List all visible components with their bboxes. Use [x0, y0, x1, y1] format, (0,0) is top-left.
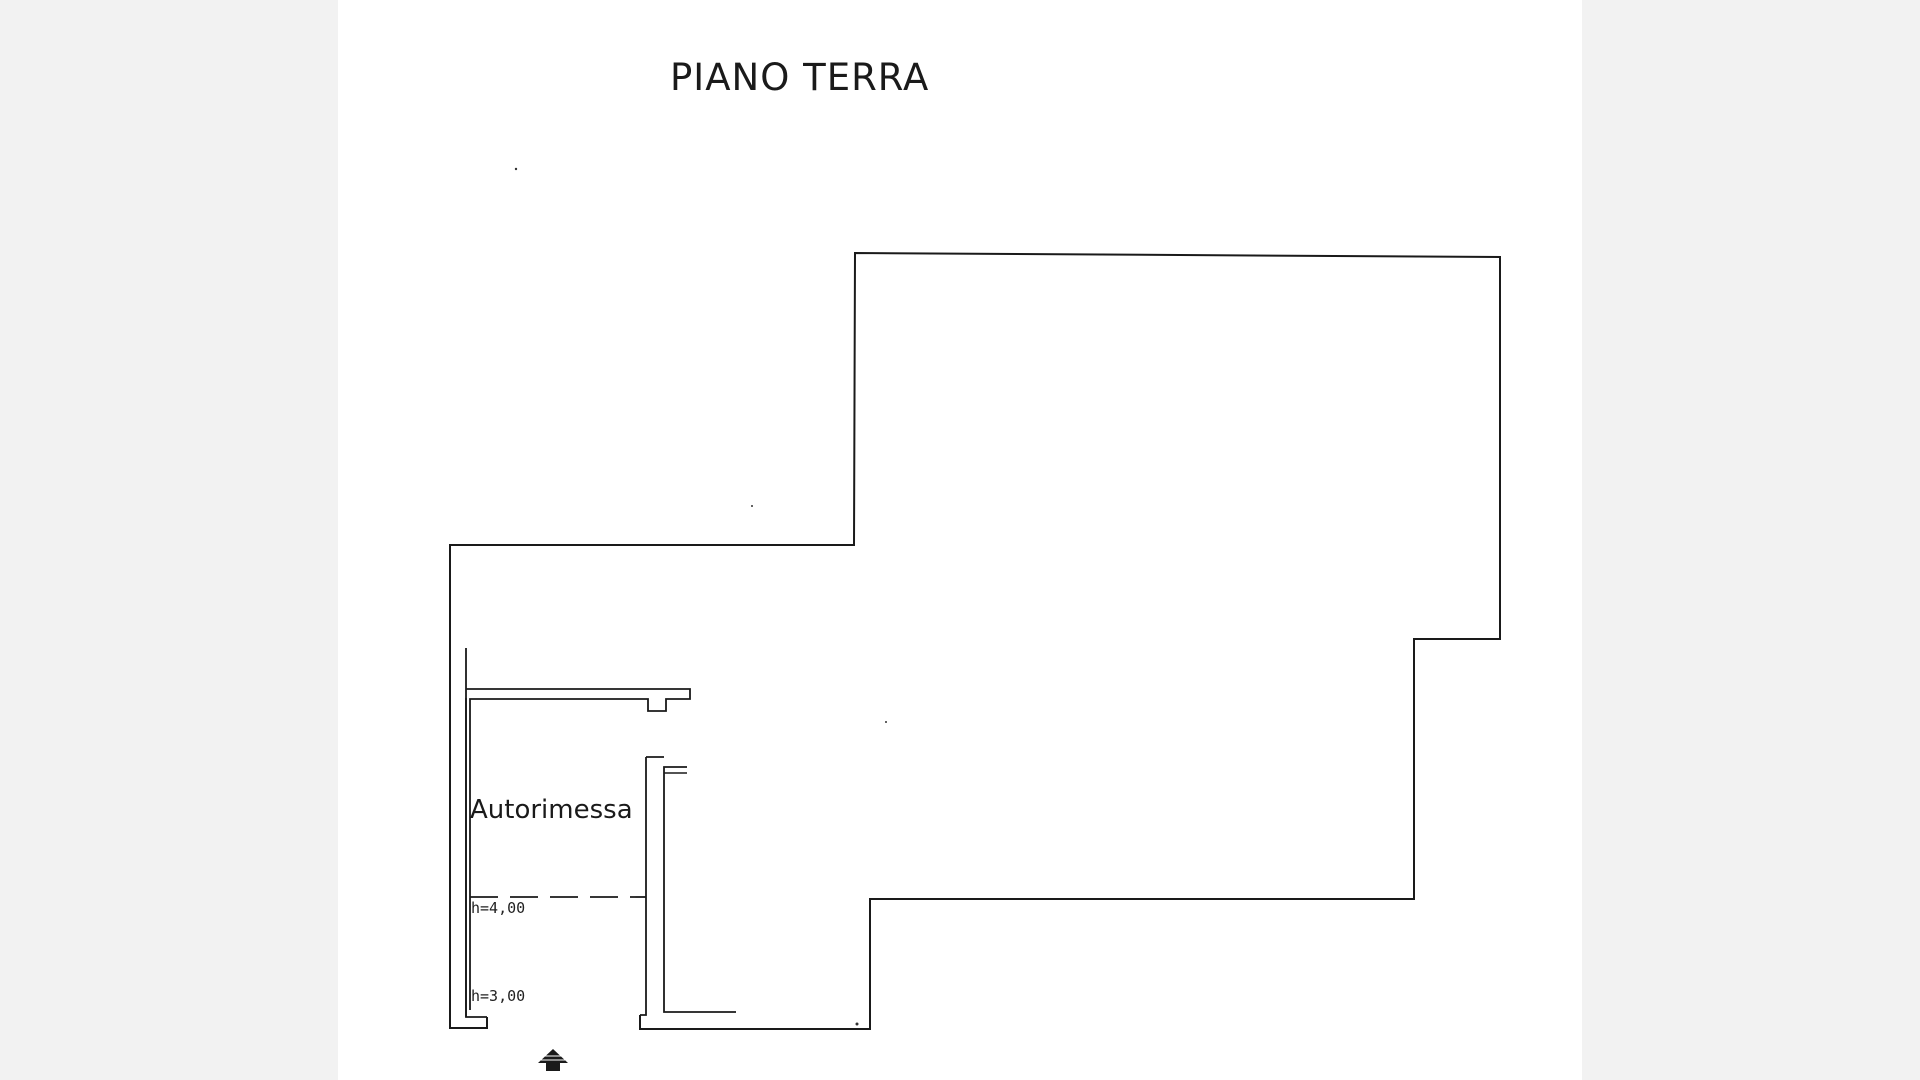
garage-right-wall	[663, 766, 736, 1013]
entrance-arrow-icon	[538, 1049, 568, 1071]
scan-speck	[855, 1022, 859, 1026]
building-outline	[449, 251, 1501, 1030]
scan-speck	[885, 721, 887, 723]
garage-right-wall-lower	[640, 757, 647, 1016]
bottom-wall	[639, 1015, 867, 1030]
height-label-upper: h=4,00	[471, 899, 525, 917]
room-label-autorimessa: Autorimessa	[470, 795, 633, 825]
garage-top-wall	[466, 688, 691, 1010]
plan-title: PIANO TERRA	[670, 56, 929, 99]
scan-speck	[751, 505, 753, 507]
scan-speck	[514, 167, 518, 171]
height-label-lower: h=3,00	[471, 987, 525, 1005]
